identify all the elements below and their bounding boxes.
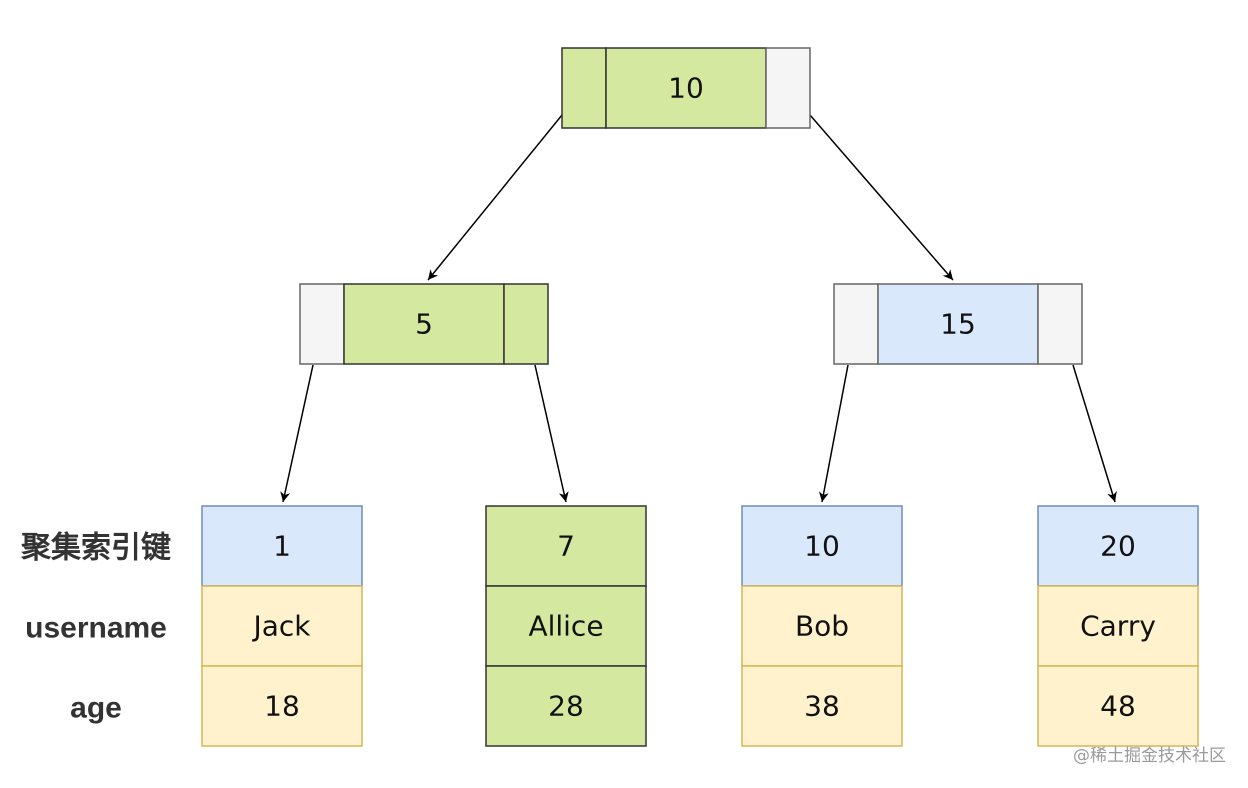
- leaf-1-key-cell: [201, 505, 363, 587]
- leaf-1-username: Jack: [251, 610, 311, 643]
- edge-left-to-leaf-1: [280, 364, 314, 503]
- label-age: age: [70, 692, 122, 725]
- leaf-2-key-cell: [485, 505, 647, 587]
- leaf-4-age: 48: [1100, 690, 1136, 723]
- leaf-2-username-cell: [485, 585, 647, 667]
- leaf-1-key: 1: [273, 530, 291, 563]
- edge-root-to-left: [427, 114, 563, 281]
- label-clustered-key: 聚集索引键: [20, 532, 171, 565]
- leaf-3-key: 10: [804, 530, 840, 563]
- left-node: 5: [299, 283, 549, 365]
- left-pointer-right: [503, 283, 549, 365]
- edge-right-to-leaf-3: [818, 364, 849, 503]
- root-node: 10: [561, 47, 811, 129]
- leaf-2-username: Allice: [528, 610, 603, 643]
- edge-root-to-right: [809, 114, 954, 281]
- leaf-4-key-cell: [1037, 505, 1199, 587]
- leaf-4-age-cell: [1037, 665, 1199, 747]
- leaf-4-key: 20: [1100, 530, 1136, 563]
- root-pointer-left: [561, 47, 607, 129]
- leaf-3-age: 38: [804, 690, 840, 723]
- watermark: @稀土掘金技术社区: [1073, 746, 1226, 766]
- leaf-record-2: 7 Allice 28: [485, 505, 647, 747]
- root-key: 10: [668, 72, 704, 105]
- tree-edges: [280, 114, 1117, 503]
- left-pointer-left: [299, 283, 345, 365]
- right-key: 15: [940, 308, 976, 341]
- leaf-4-username-cell: [1037, 585, 1199, 667]
- label-username: username: [25, 612, 167, 645]
- leaf-1-age: 18: [264, 690, 300, 723]
- leaf-record-1: 1 Jack 18: [201, 505, 363, 747]
- left-key: 5: [415, 308, 433, 341]
- right-pointer-left: [833, 283, 879, 365]
- leaf-1-age-cell: [201, 665, 363, 747]
- leaf-3-username-cell: [741, 585, 903, 667]
- leaf-2-age: 28: [548, 690, 584, 723]
- leaf-3-key-cell: [741, 505, 903, 587]
- right-pointer-right: [1037, 283, 1083, 365]
- leaf-4-username: Carry: [1080, 610, 1156, 643]
- leaf-3-username: Bob: [795, 610, 849, 643]
- leaf-2-age-cell: [485, 665, 647, 747]
- leaf-3-age-cell: [741, 665, 903, 747]
- leaf-record-3: 10 Bob 38: [741, 505, 903, 747]
- leaf-record-4: 20 Carry 48: [1037, 505, 1199, 747]
- right-node: 15: [833, 283, 1083, 365]
- root-key-cell: [605, 47, 767, 129]
- edge-right-to-leaf-4: [1072, 364, 1117, 503]
- root-pointer-right: [765, 47, 811, 129]
- leaf-2-key: 7: [557, 530, 575, 563]
- leaf-1-username-cell: [201, 585, 363, 667]
- row-labels: 聚集索引键 username age: [20, 532, 171, 725]
- edge-left-to-leaf-2: [534, 364, 569, 503]
